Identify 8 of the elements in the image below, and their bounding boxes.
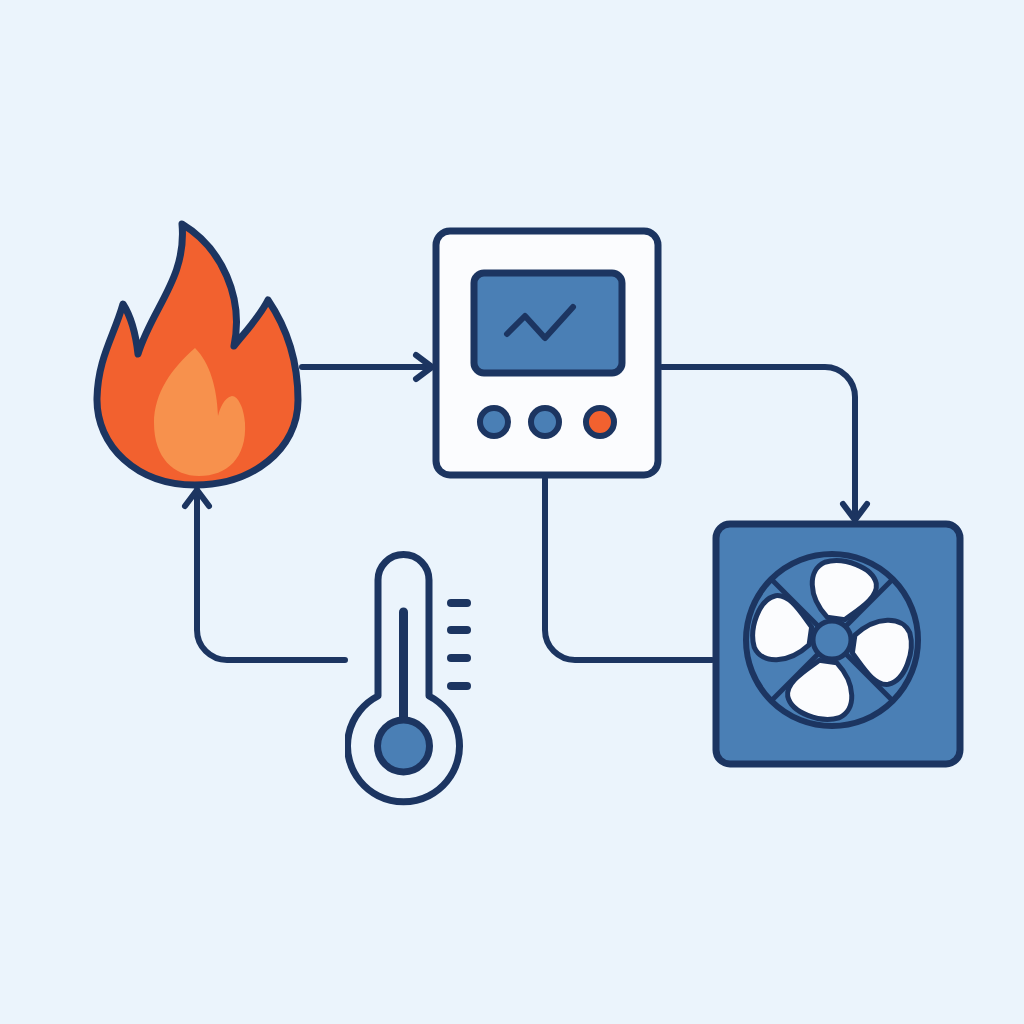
control-panel-drawing bbox=[432, 227, 662, 479]
connector-line bbox=[542, 476, 715, 663]
fan-drawing bbox=[712, 520, 964, 768]
arrow bbox=[182, 487, 348, 663]
thermometer-drawing bbox=[345, 550, 473, 806]
flame-drawing bbox=[92, 218, 302, 490]
arrow bbox=[299, 352, 435, 382]
arrow bbox=[659, 364, 870, 523]
